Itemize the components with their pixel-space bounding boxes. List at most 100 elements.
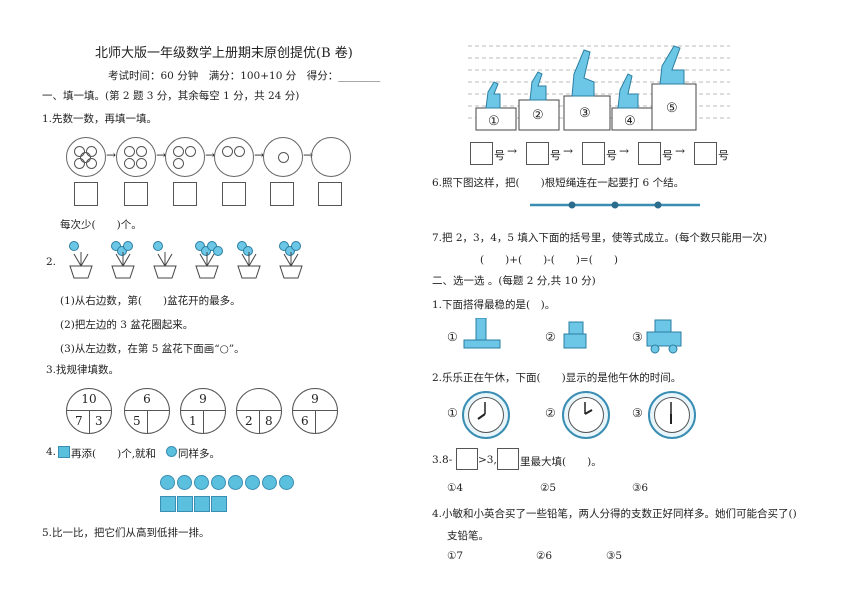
s2-q1-option[interactable]: ③ — [632, 330, 643, 344]
arrow-right-icon: → — [619, 144, 630, 158]
q1-answer-box[interactable] — [124, 182, 148, 206]
q5-answer-box[interactable] — [638, 142, 661, 165]
s2-q4-text-2: 支铅笔。 — [447, 530, 489, 542]
s2-q3-option[interactable]: ③6 — [632, 482, 649, 494]
s2-q3-text-end: 里最大填( )。 — [520, 456, 602, 468]
arrow-right-icon: → — [106, 148, 117, 162]
apple-circle — [165, 137, 205, 177]
section1-heading: 一、填一填。(第 2 题 3 分，其余每空 1 分，共 24 分) — [42, 90, 300, 102]
q1-answer-box[interactable] — [318, 182, 342, 206]
arrow-right-icon: → — [156, 148, 167, 162]
circle-icon — [228, 475, 243, 490]
flower-pots-illustration — [69, 241, 303, 279]
square-icon — [177, 496, 193, 512]
s2-q3-option[interactable]: ①4 — [447, 482, 464, 494]
s2-q1-text: 1.下面搭得最稳的是( )。 — [432, 299, 556, 311]
podium-label: ② — [532, 108, 544, 123]
circle-left-number: 2 — [245, 414, 253, 428]
s2-q2-option[interactable]: ③ — [632, 406, 643, 420]
circle-icon — [279, 475, 294, 490]
apple-circle — [311, 137, 351, 177]
clock-icon — [562, 391, 610, 439]
apple-circle — [116, 137, 156, 177]
circle-left-number: 5 — [133, 414, 141, 428]
q1-answer-box[interactable] — [173, 182, 197, 206]
circle-left-number: 1 — [189, 414, 197, 428]
s2-q2-option[interactable]: ① — [447, 406, 458, 420]
circle-icon — [177, 475, 192, 490]
q4-text-end: 同样多。 — [178, 448, 220, 460]
apple-icon — [234, 146, 245, 157]
square-icon — [194, 496, 210, 512]
q5-answer-box[interactable] — [526, 142, 549, 165]
s2-q4-option[interactable]: ②6 — [536, 550, 553, 562]
q5-answer-box[interactable] — [694, 142, 717, 165]
s2-q2-option[interactable]: ② — [545, 406, 556, 420]
s2-q3-text: 3.8- — [432, 454, 453, 466]
apple-circle — [214, 137, 254, 177]
q5-text: 5.比一比，把它们从高到低排一排。 — [42, 527, 210, 539]
q2-part-a: (1)从右边数，第( )盆花开的最多。 — [60, 295, 241, 307]
q6-text: 6.照下图这样，把( )根短绳连在一起要打 6 个结。 — [432, 177, 685, 189]
circle-left-number: 7 — [75, 414, 83, 428]
circle-right-number: 3 — [95, 414, 103, 428]
s2-q1-option[interactable]: ② — [545, 330, 556, 344]
arrow-right-icon: → — [507, 144, 518, 158]
arrow-right-icon: → — [303, 148, 314, 162]
flower-pot-icon — [195, 241, 223, 279]
apple-icon — [136, 146, 147, 157]
circle-icon — [245, 475, 260, 490]
apple-icon — [124, 146, 135, 157]
flower-pot-icon — [153, 241, 177, 279]
q4-text: 再添( )个,就和 — [71, 448, 157, 460]
apple-circle — [66, 137, 106, 177]
q1-answer-box[interactable] — [270, 182, 294, 206]
giraffe-podium-illustration: ① ② ③ ④ ⑤ — [468, 45, 730, 131]
apple-icon — [173, 146, 184, 157]
flower-pot-icon — [237, 241, 261, 279]
s2-q2-text: 2.乐乐正在午休，下面( )显示的是他午休的时间。 — [432, 372, 682, 384]
circle-icon — [211, 475, 226, 490]
hao-label: 号 — [550, 149, 561, 162]
exam-meta: 考试时间：60 分钟 满分：100+10 分 得分：________ — [108, 70, 381, 82]
q1-answer-box[interactable] — [222, 182, 246, 206]
q5-answer-box[interactable] — [582, 142, 605, 165]
apple-icon — [74, 158, 85, 169]
apple-icon — [74, 146, 85, 157]
hao-label: 号 — [606, 149, 617, 162]
flower-pot-icon — [111, 241, 135, 279]
podium-label: ① — [488, 114, 500, 129]
s2-q3-option[interactable]: ②5 — [540, 482, 557, 494]
page-title: 北师大版一年级数学上册期末原创提优(B 卷) — [95, 46, 353, 61]
q4-number: 4. — [46, 446, 57, 458]
apple-circle — [263, 137, 303, 177]
apple-icon — [278, 152, 289, 163]
clock-icon — [462, 391, 510, 439]
s2-q4-text: 4.小敏和小英合买了一些铅笔，两人分得的支数正好同样多。她们可能合买了() — [432, 508, 797, 520]
circle-top-number: 6 — [143, 392, 151, 406]
s2-q1-option[interactable]: ① — [447, 330, 458, 344]
podium-label: ③ — [579, 106, 591, 121]
q7-equation: ( )+( )-( )=( ) — [480, 254, 618, 266]
block-stack-2-icon — [563, 321, 587, 349]
s2-q3-box[interactable] — [497, 448, 519, 470]
q5-answer-box[interactable] — [470, 142, 493, 165]
arrow-right-icon: → — [675, 144, 686, 158]
q1-answer-box[interactable] — [74, 182, 98, 206]
circle-left-number: 6 — [301, 414, 309, 428]
circle-top-number: 10 — [81, 392, 97, 406]
arrow-right-icon: → — [205, 148, 216, 162]
hao-label: 号 — [718, 149, 729, 162]
rope-knots-illustration — [530, 201, 700, 209]
s2-q3-box[interactable] — [456, 448, 478, 470]
block-stack-3-icon — [646, 319, 682, 354]
hao-label: 号 — [662, 149, 673, 162]
s2-q4-option[interactable]: ①7 — [447, 550, 464, 562]
square-icon — [58, 446, 70, 458]
s2-q4-option[interactable]: ③5 — [606, 550, 623, 562]
